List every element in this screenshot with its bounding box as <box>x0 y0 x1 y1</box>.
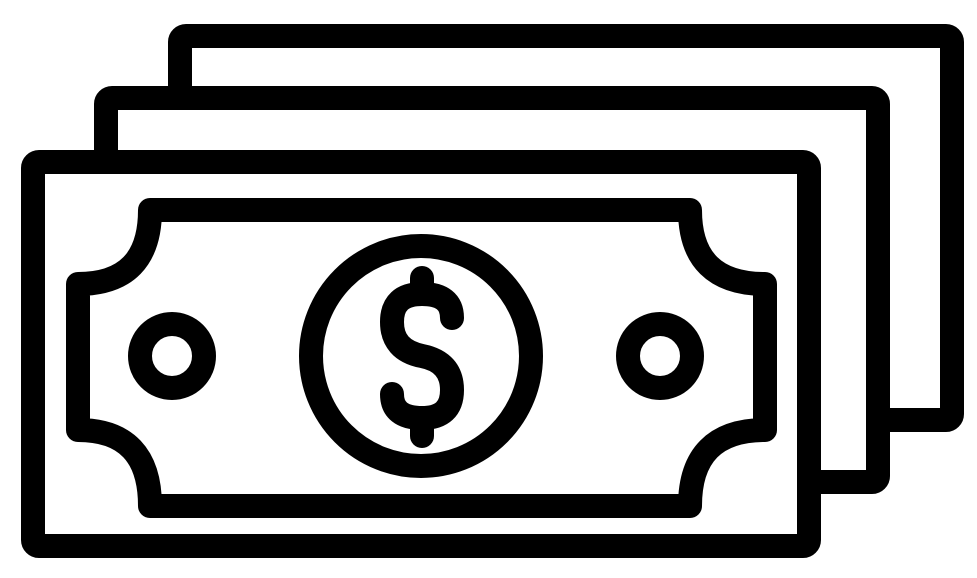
bill-inner-frame <box>66 198 777 518</box>
center-coin-circle <box>299 234 543 478</box>
left-ring-icon <box>128 312 216 400</box>
right-ring-icon <box>616 312 704 400</box>
dollar-sign-icon <box>380 266 464 448</box>
